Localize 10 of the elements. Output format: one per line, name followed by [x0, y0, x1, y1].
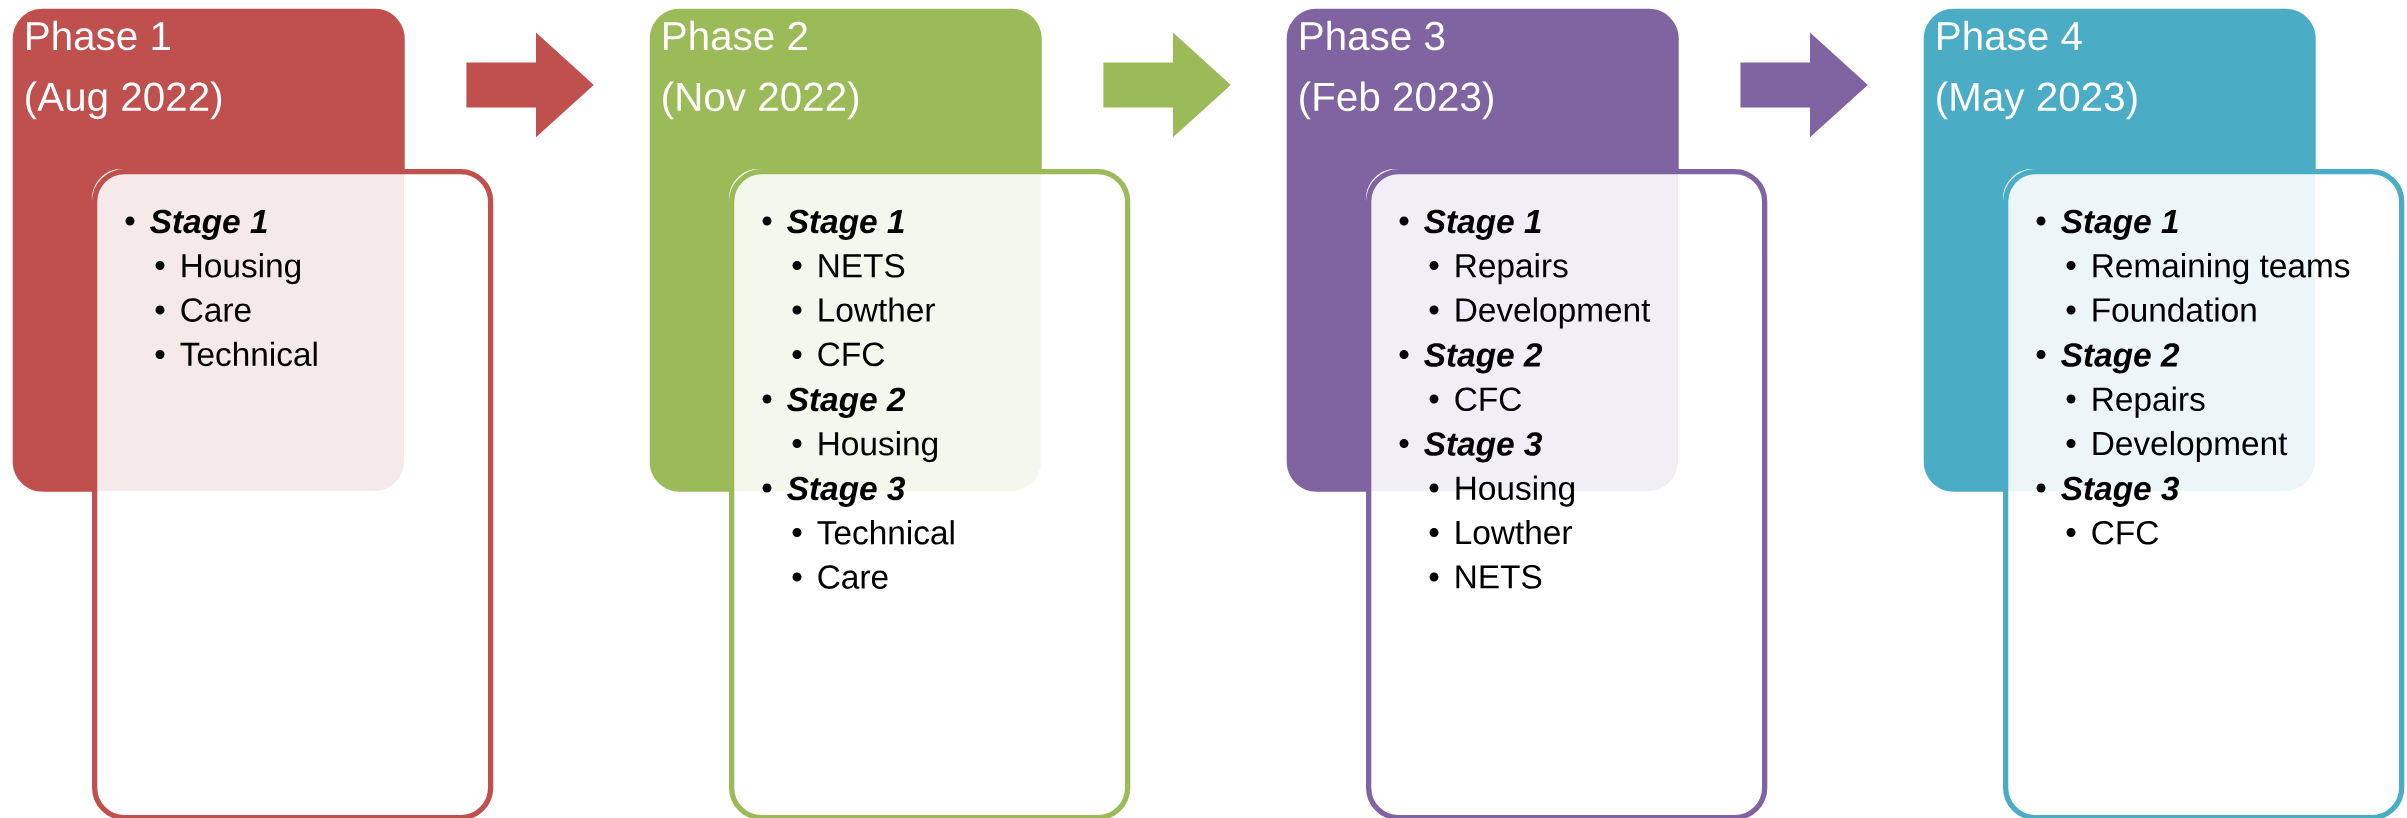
list-box: [729, 169, 1131, 818]
stage-list: Stage 1 Repairs Development: [1424, 209, 1651, 329]
stage-list: Stage 2 Housing: [787, 387, 938, 463]
stage-list: Stage 2 CFC: [1424, 343, 1543, 412]
list-box: [92, 169, 494, 818]
stage-list: Stage 1 Housing Care Technical: [150, 209, 317, 367]
list-box: [2003, 169, 2405, 818]
stage-list: Stage 2 Repairs Development: [2061, 343, 2288, 462]
list-box: [1366, 169, 1768, 818]
stage-list: Stage 1 NETS Lowther CFC: [787, 209, 935, 367]
